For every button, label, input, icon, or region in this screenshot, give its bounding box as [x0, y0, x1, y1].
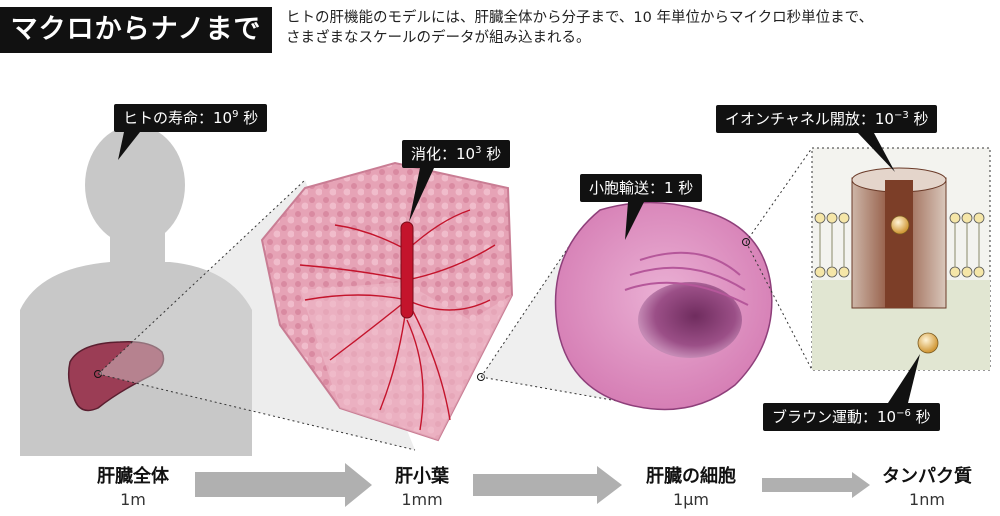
stage-liver-cell: 肝臓の細胞 1μm — [626, 462, 756, 509]
description-line-1: ヒトの肝機能のモデルには、肝臓全体から分子まで、10 年単位からマイクロ秒単位ま… — [286, 10, 874, 26]
description: ヒトの肝機能のモデルには、肝臓全体から分子まで、10 年単位からマイクロ秒単位ま… — [286, 8, 998, 48]
stage-whole-liver: 肝臓全体 1m — [78, 462, 188, 509]
liver-lobule — [260, 161, 514, 442]
callout-ion-channel: イオンチャネル開放：10−3 秒 — [716, 105, 938, 133]
callout-human-lifespan: ヒトの寿命：109 秒 — [114, 104, 268, 132]
stage-scale: 1nm — [909, 490, 945, 509]
stage-lobule: 肝小葉 1mm — [372, 462, 472, 509]
scale-arrows — [195, 463, 870, 507]
stage-name: タンパク質 — [882, 466, 972, 487]
callout-digestion: 消化：103 秒 — [402, 140, 511, 168]
stage-scale: 1m — [120, 490, 146, 509]
ion-molecule — [890, 215, 910, 235]
membrane-lipids — [814, 212, 985, 278]
stage-scale: 1mm — [401, 490, 443, 509]
ion-channel-panel — [811, 147, 991, 371]
human-silhouette — [20, 125, 252, 456]
brownian-molecule — [917, 332, 939, 354]
stage-protein: タンパク質 1nm — [872, 462, 982, 509]
page-title: マクロからナノまで — [0, 7, 272, 53]
stage-scale: 1μm — [673, 490, 709, 509]
callout-brownian-motion: ブラウン運動：10−6 秒 — [763, 403, 940, 431]
whole-liver — [67, 340, 165, 412]
callout-vesicle-transport: 小胞輸送：1 秒 — [580, 174, 703, 202]
callout-pointers — [118, 132, 920, 403]
description-line-2: さまざまなスケールのデータが組み込まれる。 — [286, 30, 591, 46]
stage-name: 肝小葉 — [395, 466, 449, 487]
stage-name: 肝臓の細胞 — [646, 466, 736, 487]
stage-name: 肝臓全体 — [97, 466, 169, 487]
liver-cell — [554, 201, 773, 411]
